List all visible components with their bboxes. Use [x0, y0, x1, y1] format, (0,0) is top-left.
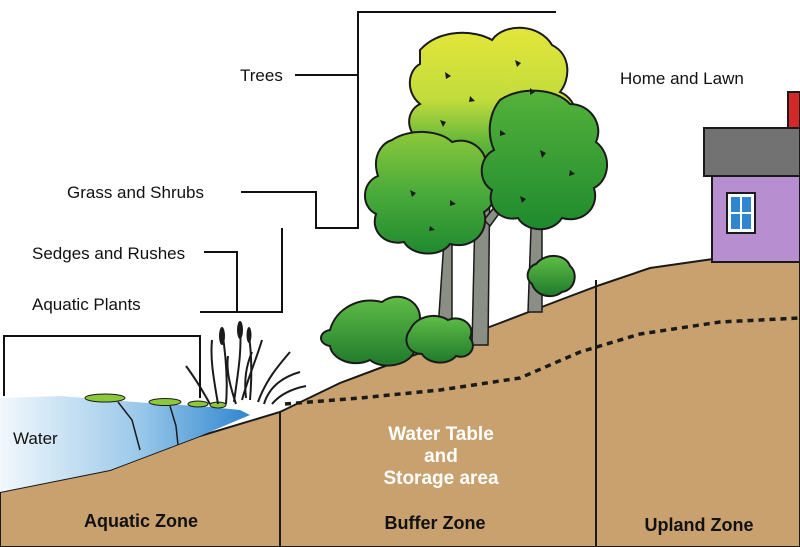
soil-ground	[0, 248, 800, 547]
small-bush	[526, 255, 576, 298]
water-body	[0, 396, 250, 492]
label-water-table-line1: Water Table	[388, 424, 494, 445]
leader-trees	[295, 11, 556, 76]
label-water-table-line3: Storage area	[383, 468, 499, 489]
leader-aquatic-plants	[3, 335, 201, 398]
label-sedges-rushes: Sedges and Rushes	[32, 244, 185, 263]
label-water-table-line2: and	[424, 446, 458, 467]
aquatic-plants-illustration	[84, 393, 227, 409]
leader-sedges-rushes	[204, 251, 238, 312]
label-trees: Trees	[240, 66, 283, 85]
bank-crack-2	[169, 405, 179, 446]
sedges-rushes-illustration	[185, 323, 307, 405]
house-illustration	[703, 91, 800, 263]
right-tree-canopy	[480, 89, 608, 231]
left-tree-canopy	[364, 130, 497, 255]
zone-label-upland: Upland Zone	[645, 515, 754, 535]
label-aquatic-plants: Aquatic Plants	[32, 295, 141, 314]
zone-label-buffer: Buffer Zone	[385, 513, 486, 533]
zone-label-aquatic: Aquatic Zone	[84, 511, 198, 531]
label-grass-shrubs: Grass and Shrubs	[67, 183, 204, 202]
water-table-line	[284, 316, 800, 406]
leader-grass-shrubs	[241, 75, 359, 229]
label-home-lawn: Home and Lawn	[620, 69, 744, 88]
shrub-right	[405, 314, 474, 364]
cattail-heads	[219, 321, 252, 345]
leader-grass-step	[200, 228, 283, 313]
foliage-texture	[410, 60, 575, 231]
bank-crack-1	[117, 401, 141, 451]
label-water: Water	[13, 429, 58, 448]
